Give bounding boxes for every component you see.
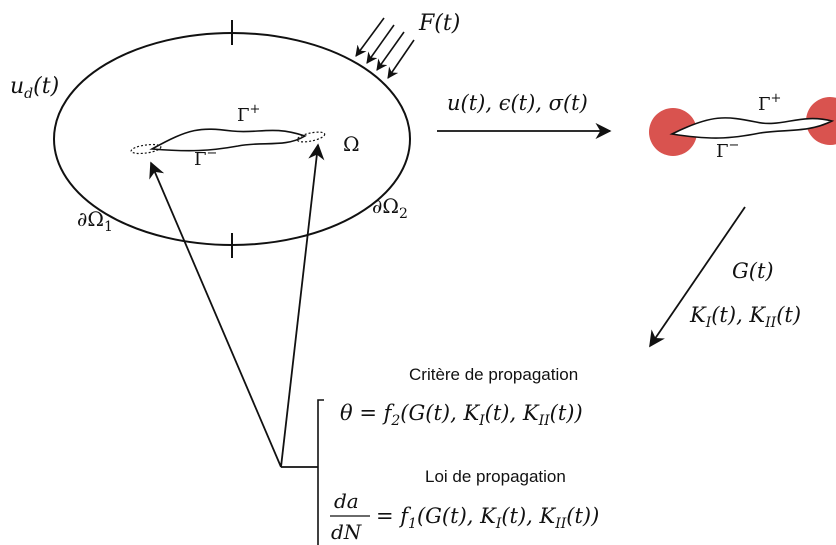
crack-shape [149,128,307,152]
load-label: F(t) [418,11,460,36]
evaluation-arrow [649,206,746,348]
gamma-plus-label: Γ+ [237,102,260,126]
sif-label: KI(t), KII(t) [689,303,801,331]
law-numerator: da [334,489,359,513]
arrow-to-right-tip [280,143,325,468]
energy-release-label: G(t) [732,259,774,283]
criterion-formula: θ = f2(G(t), KI(t), KII(t)) [340,401,583,429]
isolated-crack-shape [669,117,835,139]
transfer-label: u(t), ϵ(t), σ(t) [447,91,588,115]
gamma-minus-label: Γ− [194,146,217,170]
isolated-gamma-plus-label: Γ+ [758,91,781,115]
crack-tip-zone-left [130,143,162,155]
criteria-bracket [317,399,324,545]
isolated-gamma-minus-label: Γ− [716,138,739,162]
crack-tip-zone-right [296,131,326,143]
domain-label: Ω [343,132,360,156]
law-formula: = f1(G(t), KI(t), KII(t)) [376,504,599,532]
boundary2-label: ∂Ω2 [372,194,408,222]
displacement-label: ud(t) [10,74,59,102]
boundary1-label: ∂Ω1 [77,207,113,235]
law-title: Loi de propagation [425,467,566,486]
crack-tip-zone-left-filled [649,108,697,156]
law-denominator: dN [331,520,363,544]
criterion-title: Critère de propagation [409,365,578,384]
load-arrows [355,17,415,79]
arrow-to-left-tip [149,161,282,468]
